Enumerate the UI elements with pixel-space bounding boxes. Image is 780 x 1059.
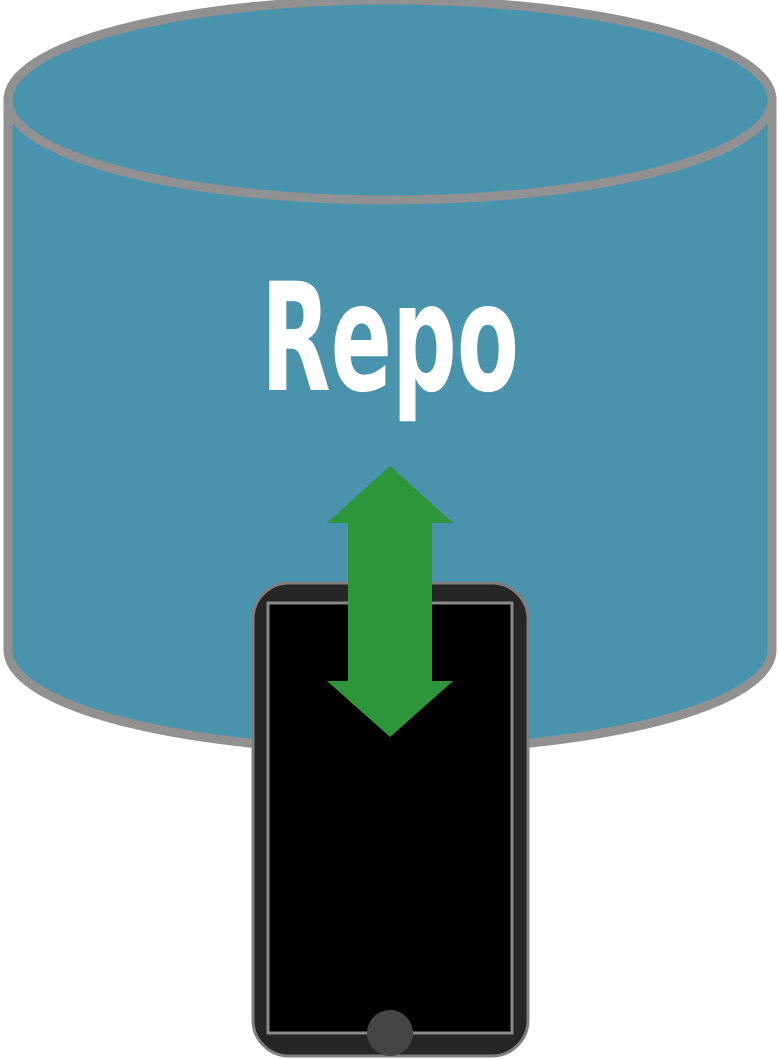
double-arrow-icon — [327, 466, 453, 737]
repo-label: Repo — [261, 252, 519, 426]
cylinder-top — [3, 0, 777, 205]
home-button — [367, 1010, 413, 1056]
database-cylinder-icon: Repo — [3, 0, 777, 755]
sync-arrow — [327, 466, 453, 737]
